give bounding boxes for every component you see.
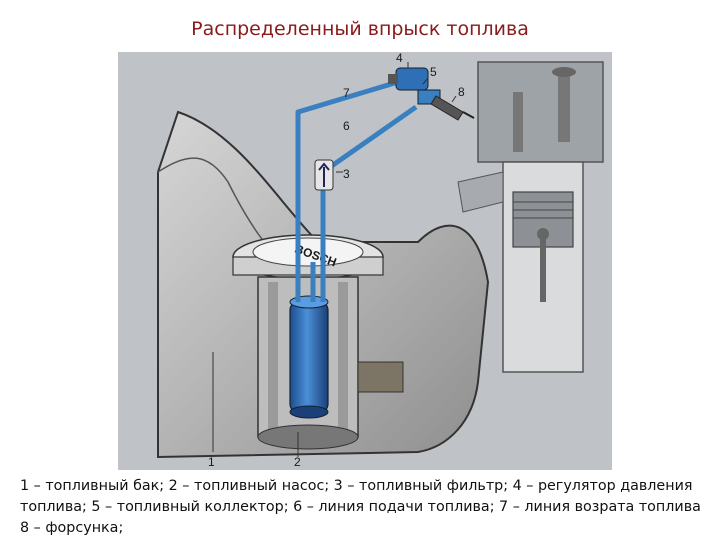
label-3: 3 (343, 167, 350, 181)
label-6: 6 (343, 119, 350, 133)
label-1: 1 (208, 455, 215, 469)
label-4: 4 (396, 52, 403, 65)
fuel-filter (315, 160, 333, 190)
label-8: 8 (458, 85, 465, 99)
legend-caption: 1 – топливный бак; 2 – топливный насос; … (20, 476, 706, 539)
slide-title: Распределенный впрыск топлива (0, 18, 720, 40)
label-7: 7 (343, 86, 350, 100)
fuel-pump (290, 296, 328, 418)
label-5: 5 (430, 65, 437, 79)
fuel-injection-diagram: BOSCH (118, 52, 612, 470)
label-2: 2 (294, 455, 301, 469)
